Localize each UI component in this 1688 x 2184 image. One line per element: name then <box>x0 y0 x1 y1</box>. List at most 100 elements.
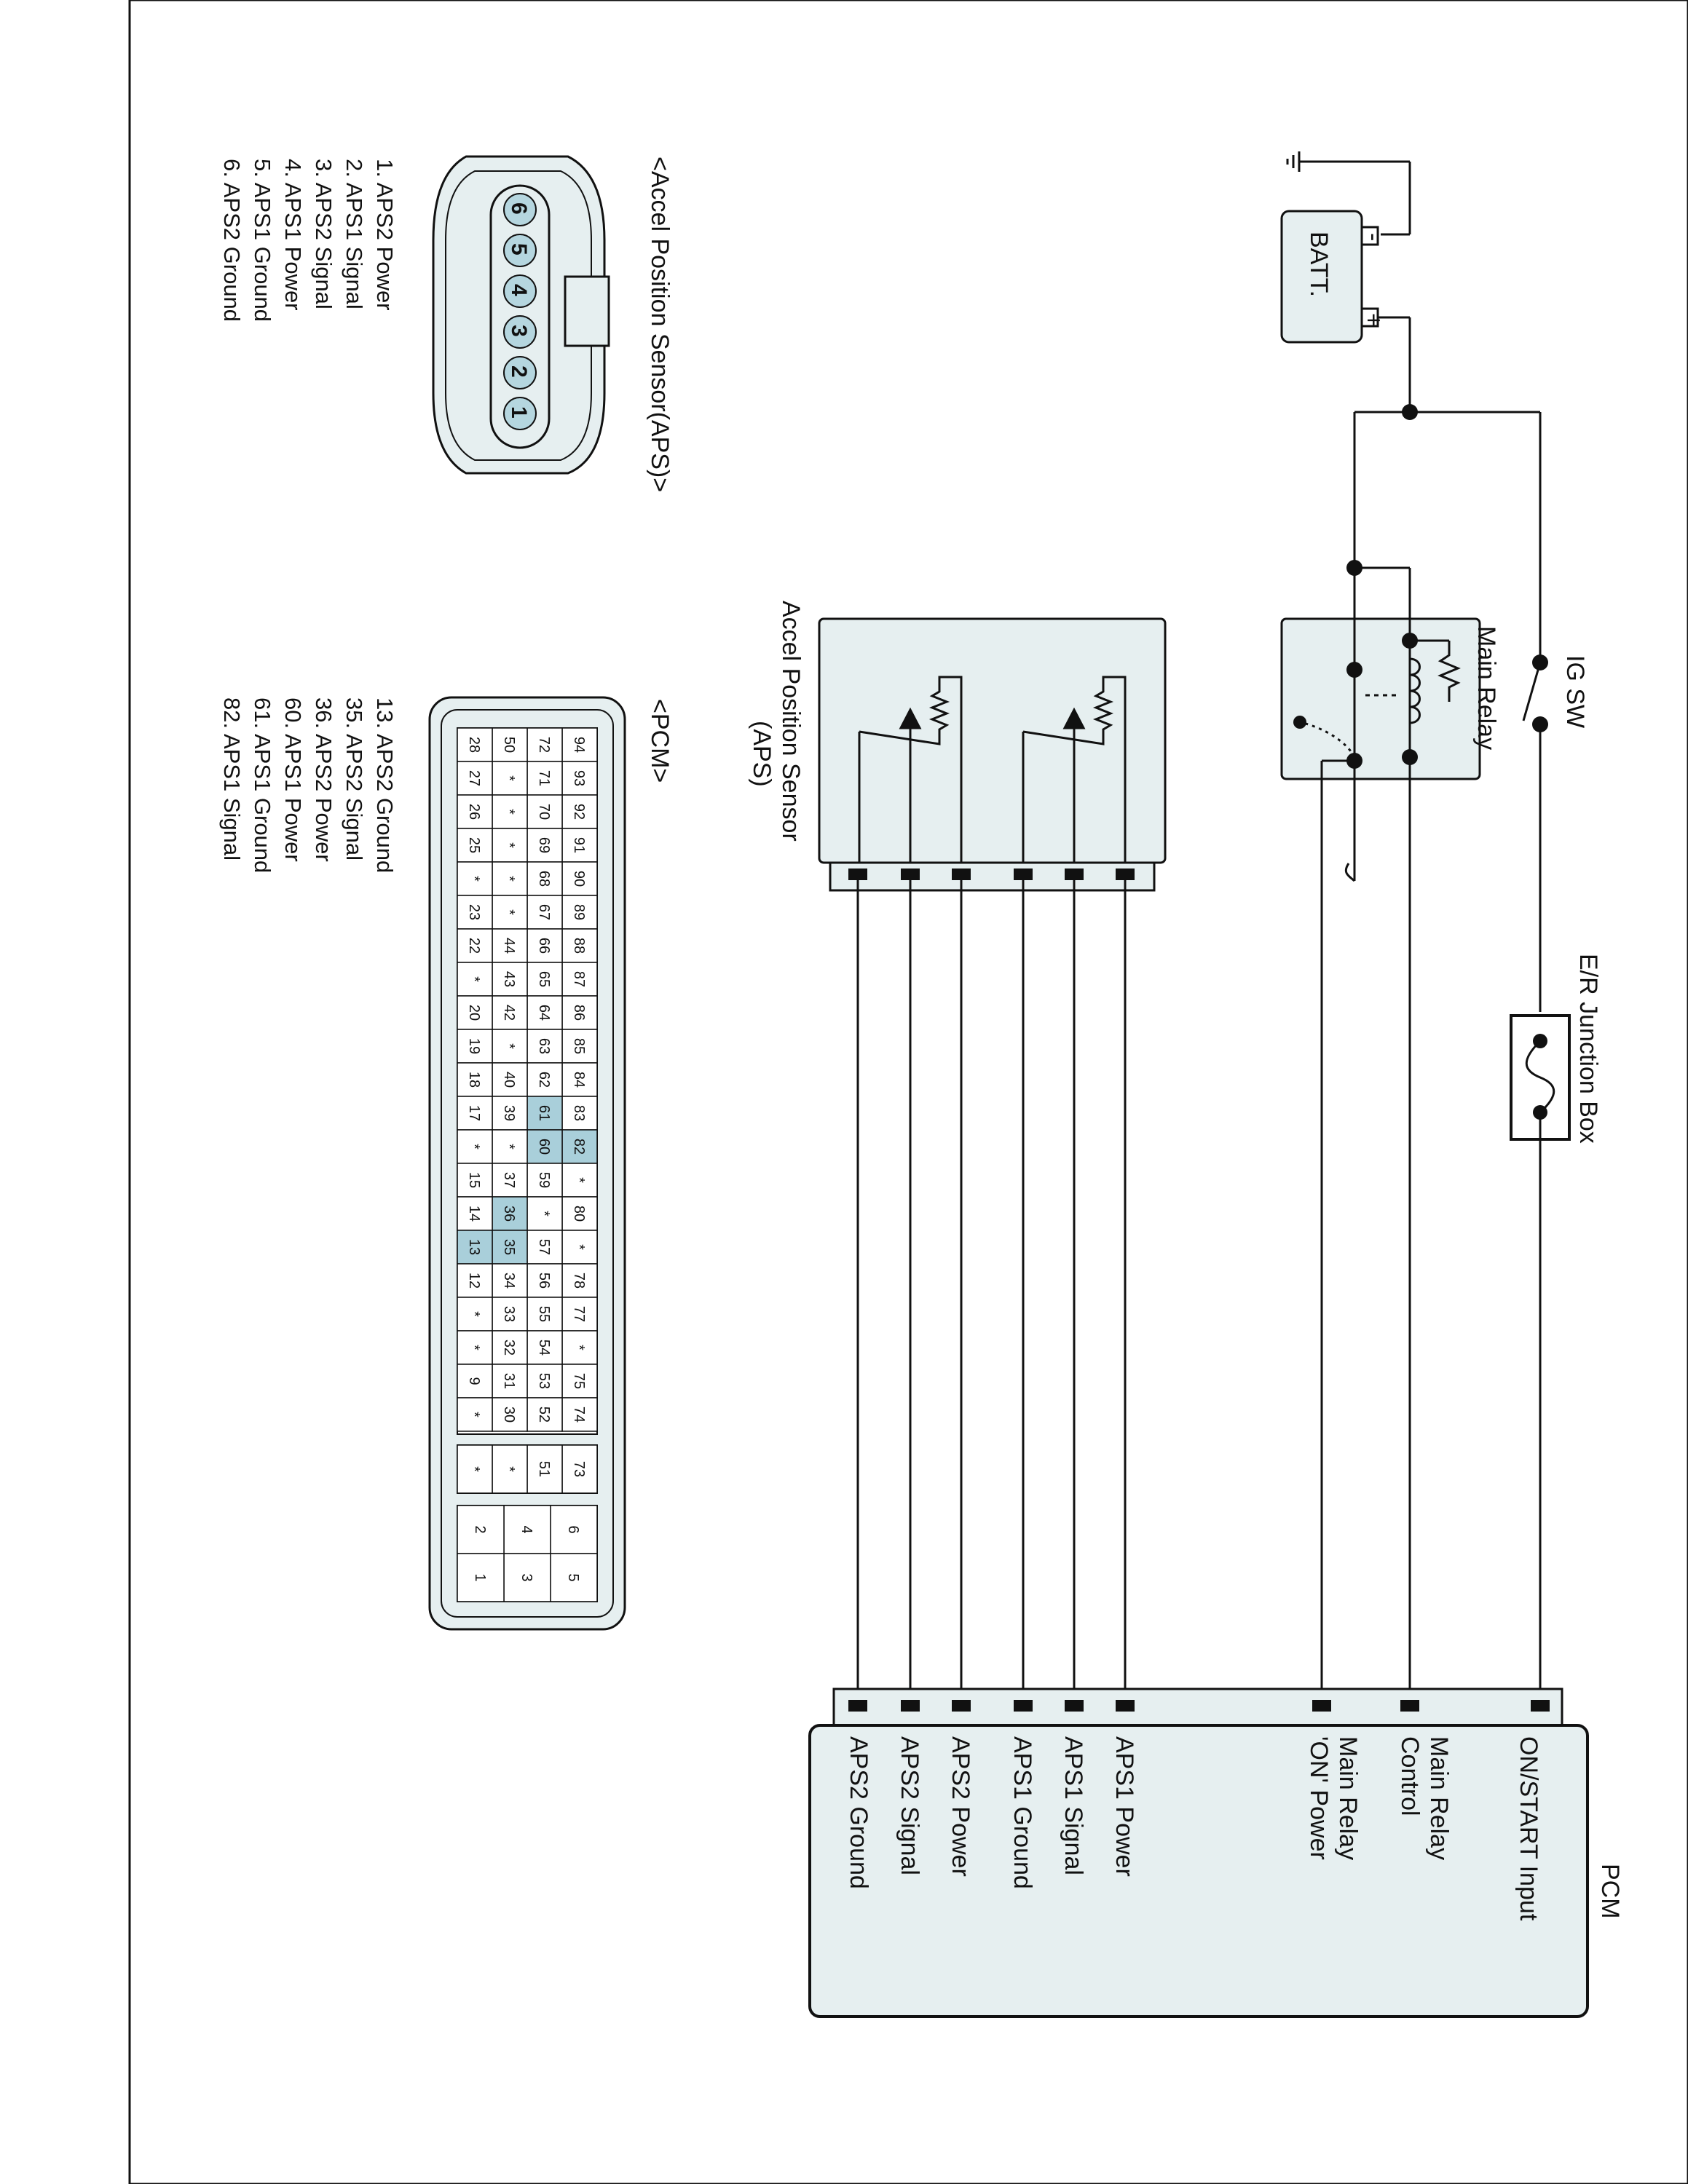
pcm-pin-0-14: 80 <box>571 1206 587 1222</box>
pcm-pin-3-5-cell <box>457 895 493 930</box>
pcm-pin-1-5: 67 <box>536 904 552 920</box>
pcm-pin-1-15: 57 <box>536 1239 552 1255</box>
aps-legend-4: 4. APS1 Power <box>280 159 306 311</box>
pcm-pin-1-6: 66 <box>536 938 552 954</box>
pcm-pin-2-17: 33 <box>501 1306 517 1322</box>
pcm-pin-2-5: * <box>501 909 517 915</box>
pcm-extra-pin-0-cell <box>561 1444 598 1494</box>
pcm-pin-3-15: 13 <box>466 1239 482 1255</box>
pcm-pin-0-5: 89 <box>571 904 587 920</box>
pcm-pin-2-1: * <box>501 775 517 781</box>
pcm-pin-0-19-cell <box>561 1364 598 1398</box>
pcm-pin-3-16-cell <box>457 1263 493 1298</box>
pcm-pin-3-1: 27 <box>466 770 482 786</box>
aps-legend-2: 2. APS1 Signal <box>342 159 367 309</box>
pcm-pin-relay-control-1: Main Relay <box>1425 1736 1453 1860</box>
pcm-pin-3-13: 15 <box>466 1172 482 1188</box>
aps-pins <box>848 869 1135 880</box>
battery-box <box>1280 210 1363 344</box>
pcm-pin-0-17: 77 <box>571 1306 587 1322</box>
pcm-pin-2-4: * <box>501 876 517 882</box>
pcm-pin-1-10: 62 <box>536 1072 552 1088</box>
pcm-pin-3-17: * <box>466 1311 482 1317</box>
pcm-pin-1-7: 65 <box>536 971 552 987</box>
pcm-power-pin-6-cell <box>550 1505 598 1554</box>
pcm-pin-2-6-cell <box>492 928 528 963</box>
pcm-power-pin-2: 2 <box>472 1525 488 1533</box>
pcm-extra-pin-2-cell <box>492 1444 528 1494</box>
pcm-power-pin-1: 1 <box>472 1573 488 1581</box>
pcm-pin-2-12: * <box>501 1144 517 1150</box>
pcm-pin-2-10: 40 <box>501 1072 517 1088</box>
pcm-pin-2-7: 43 <box>501 971 517 987</box>
pcm-pin-1-12: 60 <box>536 1139 552 1155</box>
pcm-pin-3-9: 19 <box>466 1038 482 1054</box>
pcm-pin-1-19: 53 <box>536 1373 552 1389</box>
pcm-pin-3-6: 22 <box>466 938 482 954</box>
pcm-extra-pin-1-cell <box>526 1444 563 1494</box>
pcm-pin-3-20-cell <box>457 1397 493 1432</box>
pcm-power-pin-3-cell <box>503 1553 551 1602</box>
pcm-pin-0-19: 75 <box>571 1373 587 1389</box>
pcm-pin-2-11: 39 <box>501 1105 517 1121</box>
pcm-pin-aps2-ground: APS2 Ground <box>845 1736 872 1889</box>
pcm-pin-3-20: * <box>466 1412 482 1417</box>
pcm-pin-3-12: * <box>466 1144 482 1150</box>
pcm-pin-3-13-cell <box>457 1163 493 1198</box>
pcm-pin-1-11: 61 <box>536 1105 552 1121</box>
ground-symbol <box>1286 151 1411 236</box>
power-circuit <box>1280 151 1571 1704</box>
pcm-pin-0-11: 83 <box>571 1105 587 1121</box>
pcm-pin-3-3-cell <box>457 828 493 863</box>
pcm-legend: 13. APS2 Ground 35. APS2 Signal 36. APS2… <box>219 697 398 873</box>
signal-wires <box>856 880 1127 1704</box>
pcm-pin-2-12-cell <box>492 1129 528 1164</box>
pcm-pin-2-2: * <box>501 809 517 815</box>
pcm-power-pin-2-cell <box>457 1505 505 1554</box>
pcm-pin-1-13: 59 <box>536 1172 552 1188</box>
pcm-pin-3-10-cell <box>457 1062 493 1097</box>
pcm-pin-1-2: 70 <box>536 804 552 820</box>
pcm-pin-3-8-cell <box>457 995 493 1030</box>
aps-legend-6: 6. APS2 Ground <box>219 159 245 322</box>
pcm-connector-grid: 94939291908988878685848382*80*7877*75747… <box>457 727 598 1602</box>
pcm-legend-1: 13. APS2 Ground <box>372 697 398 873</box>
pcm-pin-3-1-cell <box>457 761 493 796</box>
pcm-pin-2-6: 44 <box>501 938 517 954</box>
pcm-pin-3-0: 28 <box>466 737 482 753</box>
pcm-pin-1-14: * <box>536 1211 552 1216</box>
pcm-legend-2: 35. APS2 Signal <box>342 697 367 860</box>
pcm-box <box>808 1724 1589 2018</box>
aps-connector-face <box>432 155 610 475</box>
pcm-pin-2-1-cell <box>492 761 528 796</box>
pcm-label: PCM <box>1596 1864 1624 1919</box>
pcm-pin-3-11-cell <box>457 1096 493 1131</box>
pcm-legend-4: 60. APS1 Power <box>280 697 306 862</box>
pcm-pin-2-10-cell <box>492 1062 528 1097</box>
pcm-extra-pin-1: 51 <box>536 1461 552 1477</box>
pcm-power-pin-6: 6 <box>565 1525 581 1533</box>
pcm-pin-3-6-cell <box>457 928 493 963</box>
pcm-pin-3-5: 23 <box>466 904 482 920</box>
pcm-pin-1-9: 63 <box>536 1038 552 1054</box>
pcm-pin-2-20: 30 <box>501 1406 517 1423</box>
pcm-power-pin-4: 4 <box>518 1525 535 1533</box>
pcm-pin-0-2: 92 <box>571 804 587 820</box>
pcm-pins <box>848 1700 1550 1712</box>
pcm-power-pin-4-cell <box>503 1505 551 1554</box>
pcm-pin-0-16: 78 <box>571 1273 587 1289</box>
pcm-legend-5: 61. APS1 Ground <box>250 697 275 873</box>
pcm-pin-relay-control-2: Control <box>1396 1736 1424 1816</box>
pcm-pin-2-15: 35 <box>501 1239 517 1255</box>
pcm-pin-3-19: 9 <box>466 1377 482 1385</box>
pcm-pin-aps2-power: APS2 Power <box>947 1736 974 1877</box>
pcm-pin-0-3: 91 <box>571 837 587 853</box>
aps-legend-1: 1. APS2 Power <box>372 159 398 311</box>
pcm-pin-3-18-cell <box>457 1330 493 1365</box>
pcm-pin-1-13-cell <box>526 1163 563 1198</box>
pcm-pin-1-1: 71 <box>536 770 552 786</box>
power-dots <box>1293 404 1548 1120</box>
pcm-pin-0-15: * <box>571 1244 587 1250</box>
pcm-pin-2-15-cell <box>492 1230 528 1265</box>
